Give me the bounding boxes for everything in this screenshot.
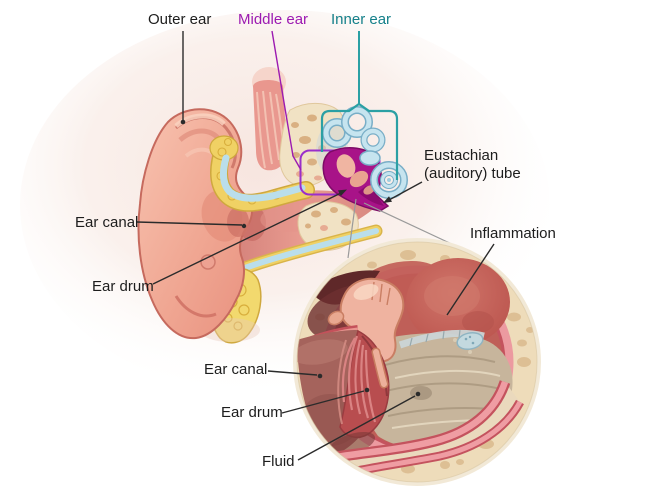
inset-magnified-middle-ear bbox=[293, 238, 541, 486]
inset-tendon-stapes bbox=[398, 329, 485, 351]
lower-cartilage-ribbon bbox=[227, 224, 383, 279]
inset-drum-shadow bbox=[328, 431, 376, 457]
label-fluid: Fluid bbox=[262, 453, 295, 470]
outer-ear-leader bbox=[180, 31, 186, 125]
leader-lines bbox=[136, 30, 495, 461]
label-inset-ear-canal: Ear canal bbox=[204, 361, 268, 378]
cochlea bbox=[370, 161, 408, 199]
magnifier-cone-lines bbox=[347, 198, 457, 259]
ear-drum-leader bbox=[152, 189, 347, 285]
ear-canal-leader bbox=[136, 221, 247, 229]
fluid-leader bbox=[297, 391, 421, 461]
label-ear-canal: Ear canal bbox=[75, 214, 139, 231]
label-inflammation: Inflammation bbox=[470, 225, 556, 242]
semicircular-canals bbox=[322, 106, 386, 166]
inset-ear-canal-leader bbox=[267, 370, 323, 379]
inset-ossicles bbox=[327, 277, 405, 363]
ossicle-incus bbox=[349, 170, 369, 188]
inset-ear-drum-leader bbox=[281, 387, 370, 414]
middle-ear-leader bbox=[271, 30, 302, 171]
inset-ear-drum bbox=[337, 329, 390, 439]
label-eustachian-tube: Eustachian (auditory) tube bbox=[424, 147, 521, 182]
ossicle-malleus bbox=[336, 154, 356, 178]
label-inner-ear: Inner ear bbox=[331, 11, 392, 28]
label-middle-ear: Middle ear bbox=[238, 11, 309, 28]
inflammation-leader bbox=[446, 243, 495, 316]
label-ear-drum: Ear drum bbox=[92, 278, 154, 295]
label-outer-ear: Outer ear bbox=[148, 11, 212, 28]
eustachian-leader bbox=[383, 181, 423, 203]
label-inset-ear-drum: Ear drum bbox=[221, 404, 283, 421]
upper-cartilage-hook bbox=[209, 135, 315, 212]
